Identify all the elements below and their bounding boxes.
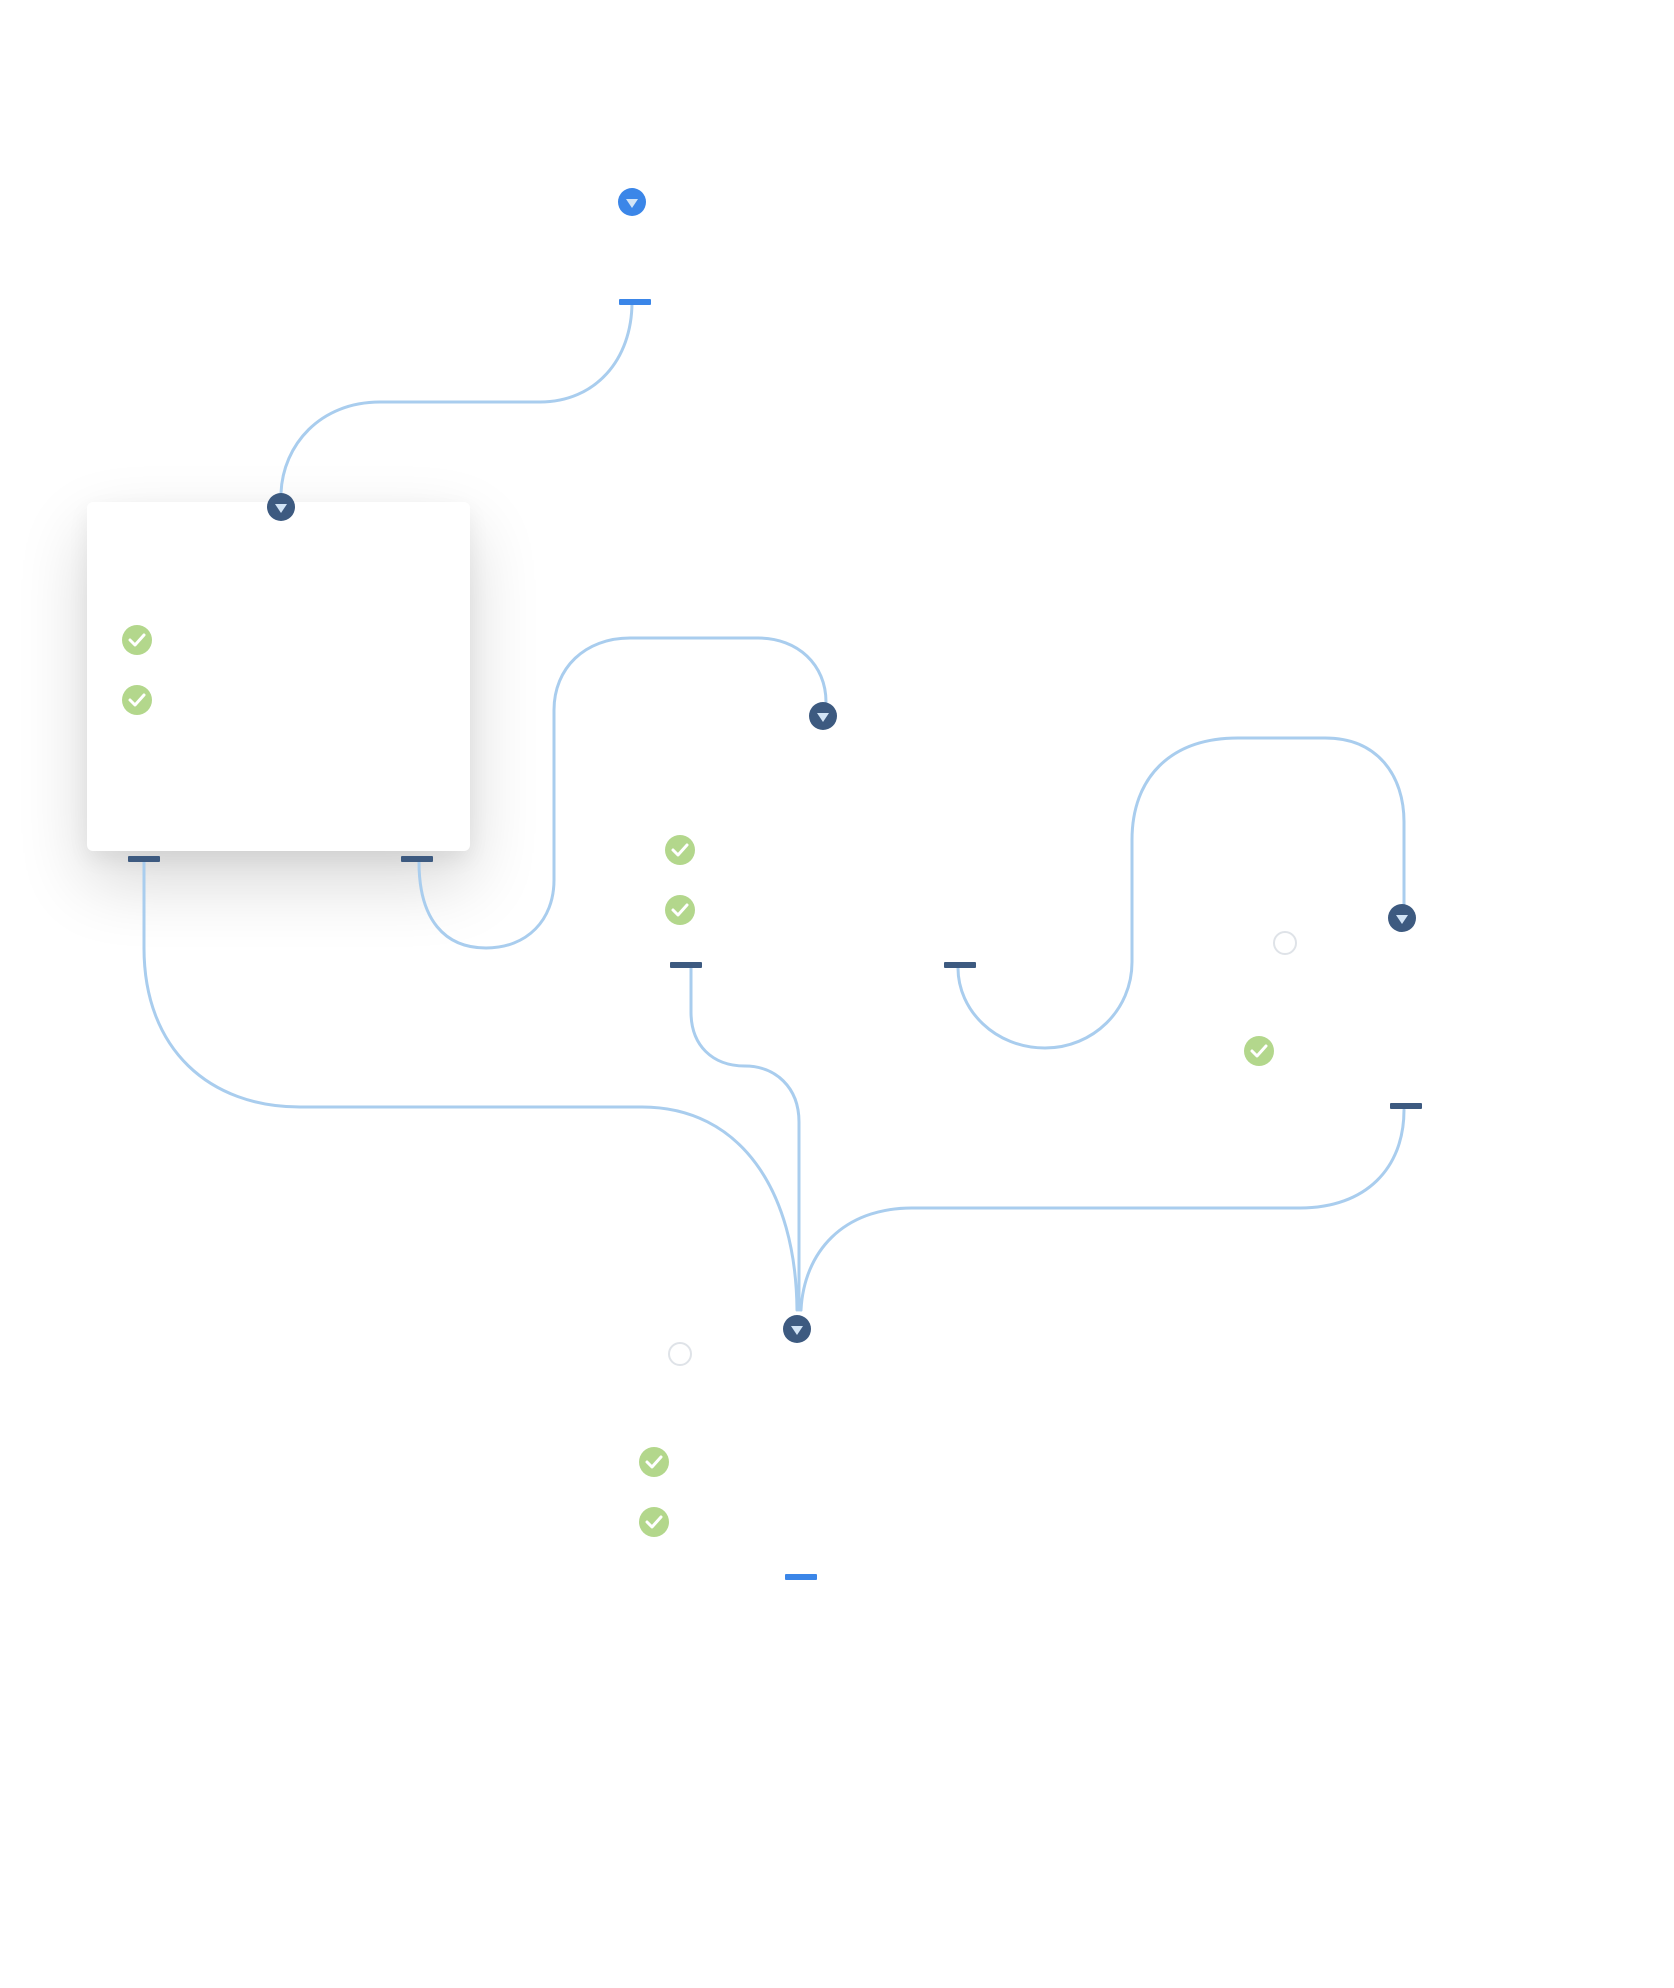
- connector-right-to-merge: [799, 1108, 1406, 1312]
- triangle-down-node-icon[interactable]: [809, 702, 837, 730]
- entry-output-port[interactable]: [619, 299, 651, 305]
- connector-entry-to-card: [279, 300, 634, 495]
- connector-center-to-right: [956, 736, 1406, 1050]
- middle-output-port[interactable]: [670, 962, 702, 968]
- status-indicators: [122, 625, 1297, 1537]
- center-output-port[interactable]: [944, 962, 976, 968]
- card-output-port-2[interactable]: [401, 856, 433, 862]
- port-markers: [128, 299, 1422, 1580]
- selected-node-card[interactable]: [87, 502, 470, 851]
- triangle-down-node-icon[interactable]: [783, 1315, 811, 1343]
- card-output-port-1[interactable]: [128, 856, 160, 862]
- check-circle-icon: [639, 1447, 669, 1477]
- triangle-down-node-icon[interactable]: [618, 188, 646, 216]
- input-nodes: [267, 188, 1416, 1343]
- connector-card-to-middle: [417, 636, 828, 950]
- check-circle-icon: [665, 835, 695, 865]
- connector-middle-to-merge: [689, 966, 801, 1312]
- check-circle-icon: [639, 1507, 669, 1537]
- check-circle-icon: [665, 895, 695, 925]
- right-output-port[interactable]: [1390, 1103, 1422, 1109]
- merge-output-port[interactable]: [785, 1574, 817, 1580]
- triangle-down-node-icon[interactable]: [1388, 904, 1416, 932]
- connector-lines: [142, 6, 1406, 1760]
- empty-circle-icon: [668, 1342, 692, 1366]
- check-circle-icon: [122, 685, 152, 715]
- triangle-down-node-icon[interactable]: [267, 493, 295, 521]
- connector-card-to-merge: [142, 860, 799, 1312]
- empty-circle-icon: [1273, 931, 1297, 955]
- check-circle-icon: [1244, 1036, 1274, 1066]
- check-circle-icon: [122, 625, 152, 655]
